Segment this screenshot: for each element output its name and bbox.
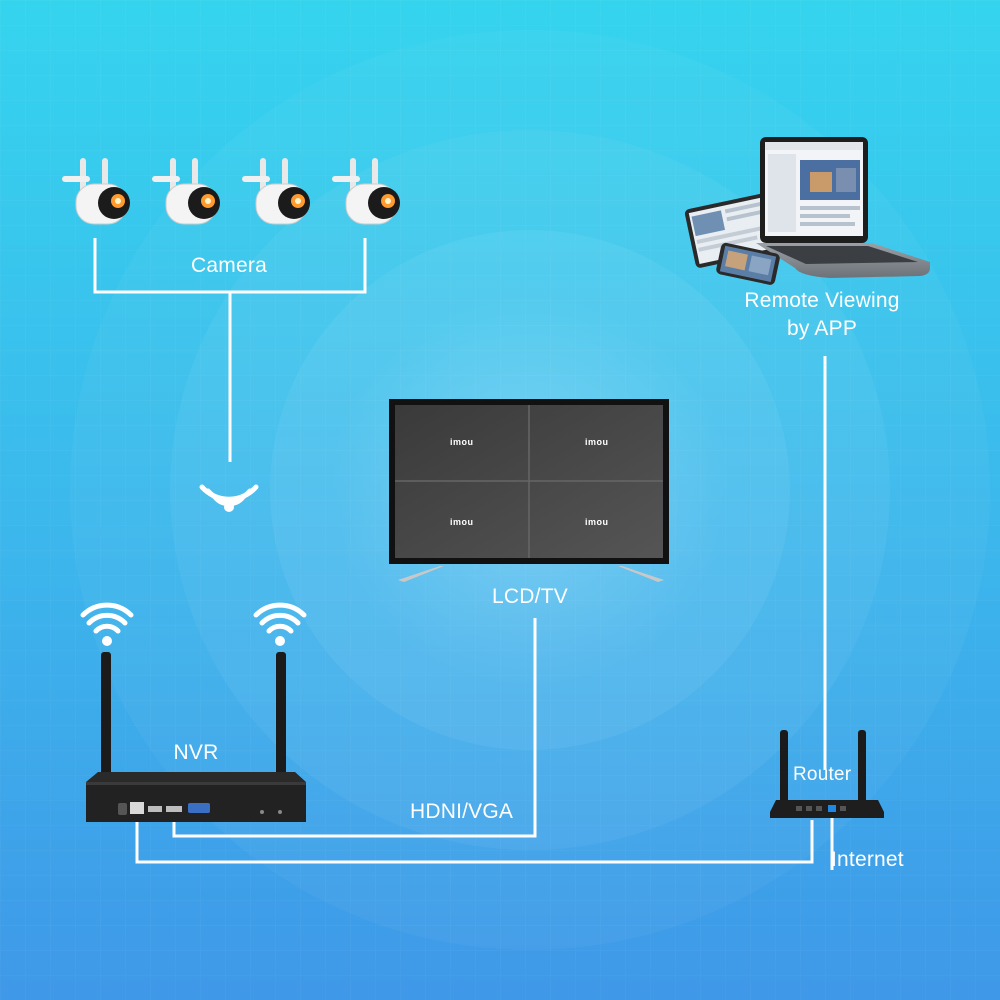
tv-logo-3: imou xyxy=(450,517,474,527)
nvr-router-line xyxy=(135,820,814,864)
wifi-signal-icon xyxy=(199,484,259,512)
phone-icon xyxy=(716,242,780,285)
nvr-wifi-right-icon xyxy=(253,602,307,646)
router-icon xyxy=(770,730,884,818)
lcd-tv-label: LCD/TV xyxy=(492,585,568,608)
hdmi-line xyxy=(172,618,537,838)
remote-viewing-label: Remote Viewing by APP xyxy=(744,287,899,343)
tv-logo-1: imou xyxy=(450,437,474,447)
remote-viewing-line-2: by APP xyxy=(786,317,858,340)
internet-label: Internet xyxy=(831,848,904,871)
tv-logo-4: imou xyxy=(585,517,609,527)
camera-icon xyxy=(332,158,400,225)
tv-logo-2: imou xyxy=(585,437,609,447)
router-label: Router xyxy=(793,764,852,785)
camera-icon xyxy=(152,158,220,225)
camera-label: Camera xyxy=(191,254,267,277)
remote-devices-icon xyxy=(684,137,930,285)
hdmi-vga-label: HDNI/VGA xyxy=(410,800,514,823)
nvr-label: NVR xyxy=(173,741,219,764)
tv-icon xyxy=(389,399,669,582)
remote-viewing-line-1: Remote Viewing xyxy=(744,289,900,312)
nvr-icon xyxy=(86,652,306,822)
camera-group xyxy=(62,158,400,225)
connection-lines xyxy=(93,238,834,870)
nvr-wifi-left-icon xyxy=(80,602,134,646)
camera-icon xyxy=(242,158,310,225)
camera-icon xyxy=(62,158,130,225)
